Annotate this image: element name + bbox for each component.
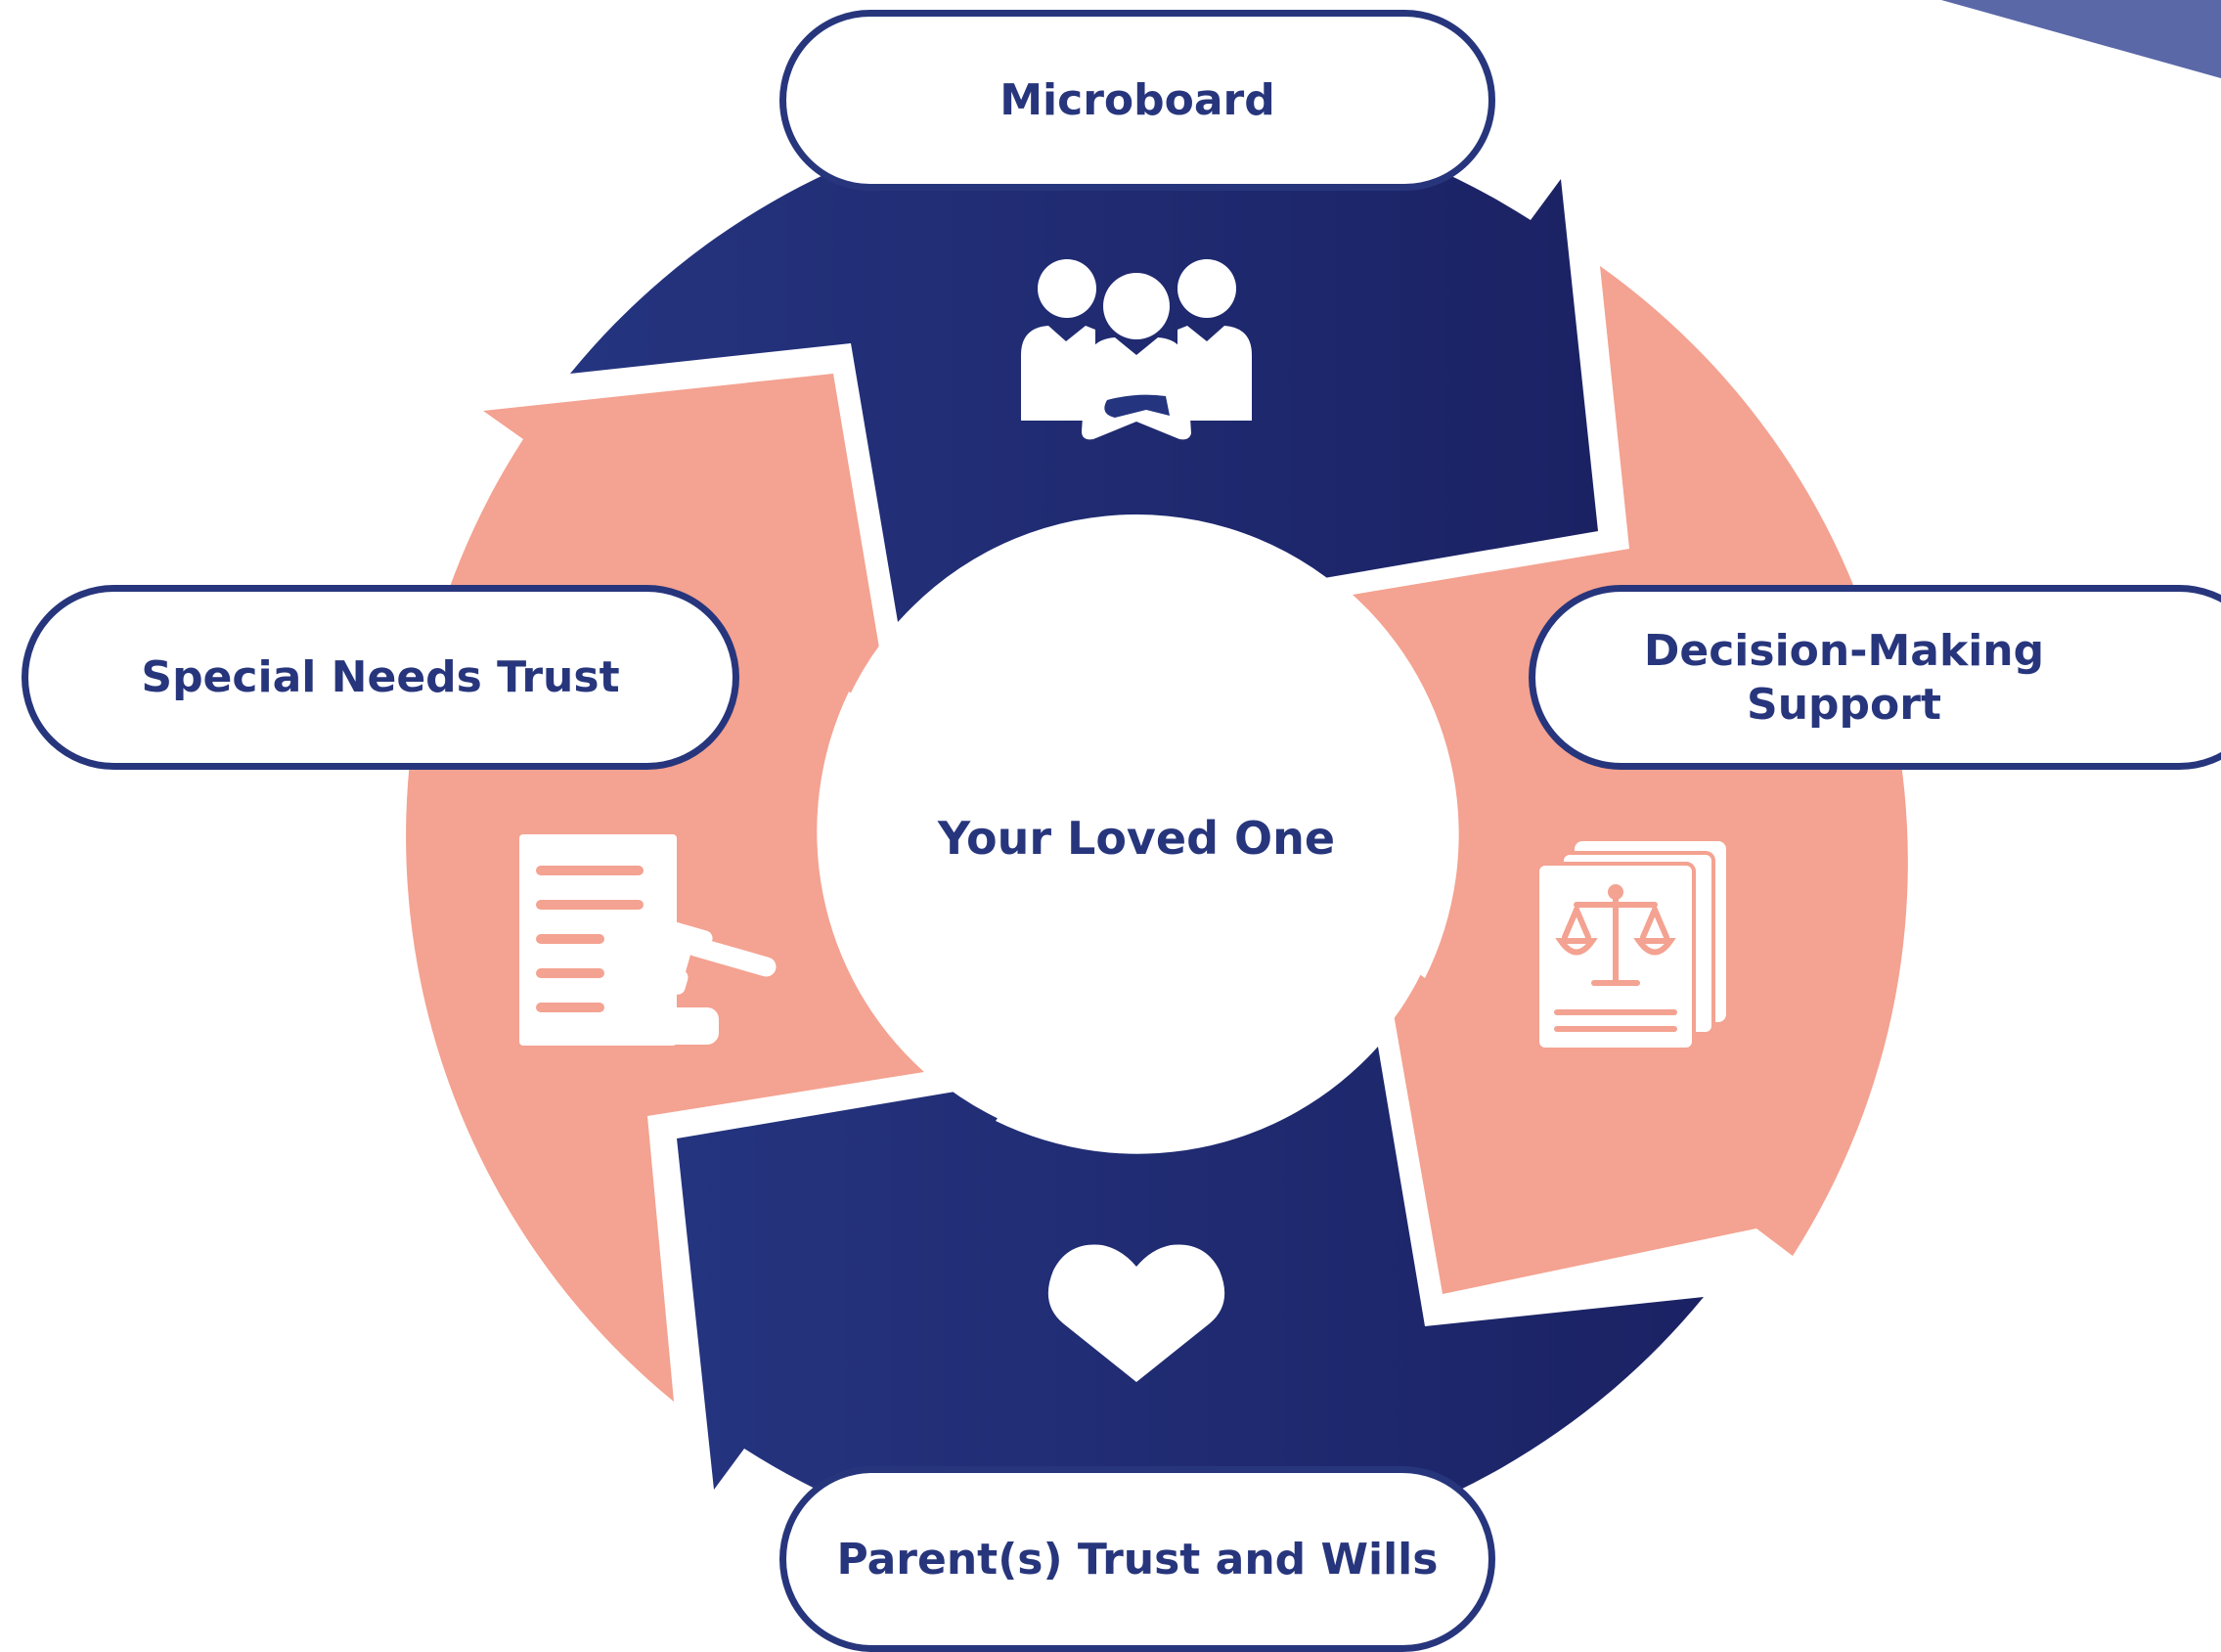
center-circle xyxy=(819,514,1454,1150)
decision-making-support-label: Decision-Making Support xyxy=(1643,625,2045,730)
group-people-icon xyxy=(1021,259,1252,440)
center-label: Your Loved One xyxy=(937,812,1336,865)
legal-document-scales-icon xyxy=(1535,841,1726,1051)
microboard-label: Microboard xyxy=(999,75,1275,125)
special-needs-trust-label: Special Needs Trust xyxy=(141,652,620,702)
corner-accent xyxy=(1941,0,2221,78)
decision-making-support-pill[interactable]: Decision-Making Support xyxy=(1529,585,2221,770)
salmon-arrow-right xyxy=(1353,266,1908,1294)
document-gavel-icon xyxy=(519,834,777,1046)
special-needs-trust-pill[interactable]: Special Needs Trust xyxy=(22,585,739,770)
microboard-pill[interactable]: Microboard xyxy=(779,10,1495,191)
parents-trust-and-wills-label: Parent(s) Trust and Wills xyxy=(836,1534,1439,1585)
parents-trust-and-wills-pill[interactable]: Parent(s) Trust and Wills xyxy=(779,1466,1495,1652)
heart-icon xyxy=(1047,1244,1225,1382)
